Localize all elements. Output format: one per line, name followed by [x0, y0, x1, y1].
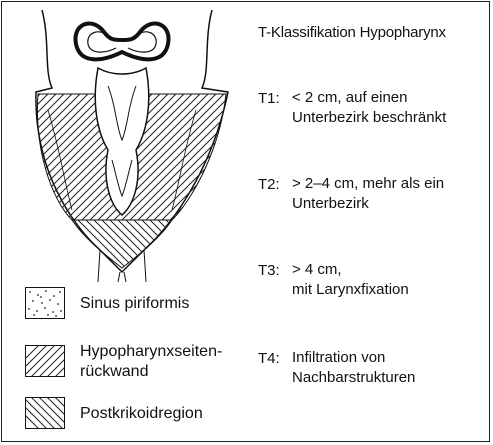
t3-code: T3: [258, 262, 280, 279]
legend-label-sinus-piriformis: Sinus piriformis [80, 294, 189, 314]
t1-code: T1: [258, 90, 280, 107]
region-postkrikoid [72, 220, 172, 268]
legend-label-postkrikoidregion: Postkrikoidregion [80, 404, 203, 424]
t1-description: < 2 cm, auf einen Unterbezirk beschränkt [292, 88, 446, 128]
legend-label-hypopharynxseitenrueckwand: Hypopharynxseiten- rückwand [80, 342, 222, 382]
legend-swatch-dots [25, 287, 65, 319]
hypopharynx-illustration [12, 10, 242, 282]
legend-swatch-diagonal-down [25, 397, 65, 429]
t4-description: Infiltration von Nachbarstrukturen [292, 348, 415, 388]
t2-description: > 2–4 cm, mehr als ein Unterbezirk [292, 174, 444, 214]
t4-code: T4: [258, 350, 280, 367]
t2-code: T2: [258, 176, 280, 193]
classification-title: T-Klassifikation Hypopharynx [258, 24, 446, 41]
legend-swatch-diagonal-up [25, 345, 65, 377]
t3-description: > 4 cm, mit Larynxfixation [292, 260, 409, 300]
